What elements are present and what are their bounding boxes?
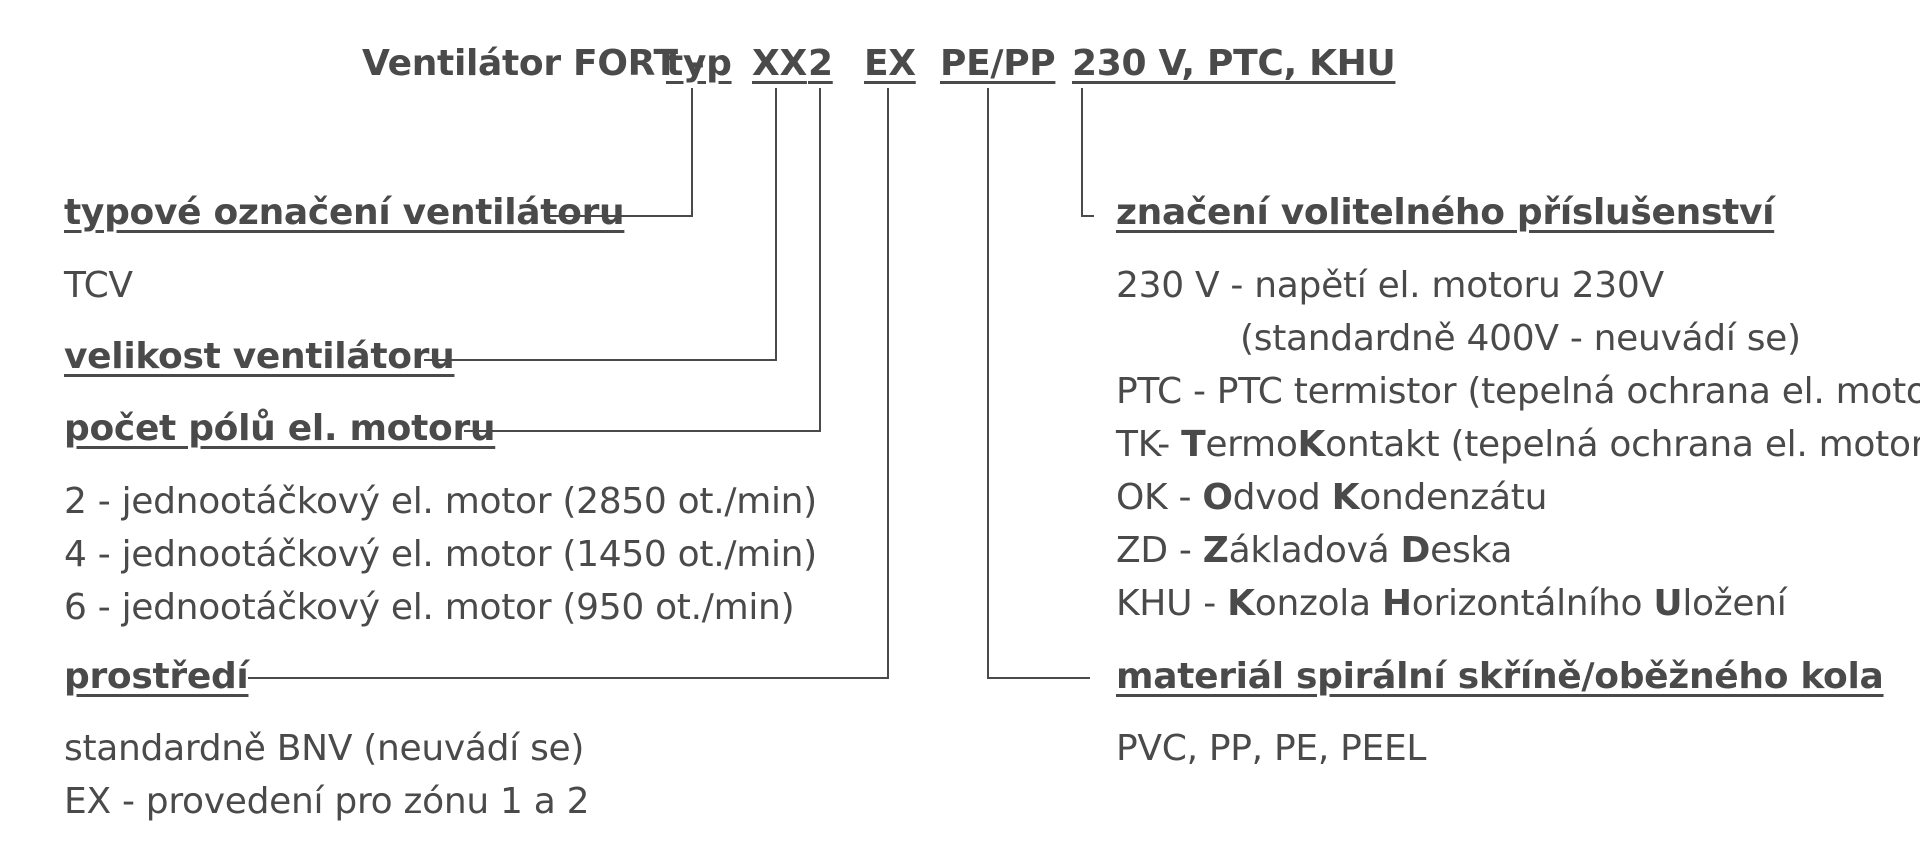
accessory-khu-letter: U: [1653, 583, 1683, 624]
accessory-tk: TK- TermoKontakt (tepelná ochrana el. mo…: [1116, 427, 1920, 463]
accessory-ok-text: dvod: [1232, 477, 1332, 518]
accessory-khu-code: KHU -: [1116, 583, 1228, 624]
connector-env: [248, 88, 889, 679]
material-value: PVC, PP, PE, PEEL: [1116, 728, 1427, 769]
accessory-zd: ZD - Základová Deska: [1116, 533, 1512, 569]
connector-poles: [464, 88, 821, 432]
accessory-tk-text: ontakt (tepelná ochrana el. motoru): [1325, 424, 1920, 465]
accessory-ok-letter: K: [1331, 477, 1360, 518]
accessory-khu: KHU - Konzola Horizontálního Uložení: [1116, 583, 1787, 624]
type-heading: typové označení ventilátoru: [64, 192, 625, 233]
accessory-khu-letter: H: [1381, 583, 1412, 624]
connector-size: [424, 88, 777, 361]
environment-item: standardně BNV (neuvádí se): [64, 728, 585, 769]
accessories-heading: značení volitelného příslušenství: [1116, 192, 1775, 233]
accessory-230v: 230 V - napětí el. motoru 230V: [1116, 265, 1664, 306]
material-heading: materiál spirální skříně/oběžného kola: [1116, 656, 1884, 697]
accessory-khu-text: onzola: [1254, 583, 1382, 624]
accessory-ok-text: ondenzátu: [1359, 477, 1548, 518]
accessory-230v-note: (standardně 400V - neuvádí se): [1240, 318, 1801, 359]
connector-material: [987, 88, 1090, 679]
poles-heading: počet pólů el. motoru: [64, 408, 496, 449]
title-prefix: Ventilátor FORT -: [362, 43, 705, 84]
connector-typ: [544, 88, 693, 217]
accessory-zd-text: ákladová: [1228, 530, 1401, 571]
accessory-khu-text: orizontálního: [1411, 583, 1654, 624]
type-value: TCV: [64, 265, 133, 306]
accessory-zd-text: eska: [1430, 530, 1513, 571]
environment-heading: prostředí: [64, 656, 249, 697]
poles-item: 6 - jednootáčkový el. motor (950 ot./min…: [64, 587, 795, 628]
title-segment-accessories: 230 V, PTC, KHU: [1072, 43, 1396, 84]
accessory-khu-letter: K: [1227, 583, 1255, 624]
environment-item: EX - provedení pro zónu 1 a 2: [64, 781, 590, 822]
title-segment-material: PE/PP: [940, 43, 1056, 84]
title-segment-type: typ: [666, 43, 732, 84]
accessory-zd-code: ZD -: [1116, 530, 1203, 571]
connector-accessories: [1081, 88, 1094, 217]
accessory-ok: OK - Odvod Kondenzátu: [1116, 480, 1547, 516]
title-segment-size: XX: [752, 43, 807, 84]
title-segment-environment: EX: [864, 43, 916, 84]
accessory-tk-letter: K: [1297, 424, 1326, 465]
accessory-ptc: PTC - PTC termistor (tepelná ochrana el.…: [1116, 371, 1920, 412]
title-segment-poles: 2: [808, 43, 833, 84]
accessory-tk-text: ermo: [1205, 424, 1298, 465]
accessory-tk-code: TK-: [1116, 424, 1182, 465]
poles-item: 4 - jednootáčkový el. motor (1450 ot./mi…: [64, 534, 817, 575]
accessory-khu-text: ložení: [1682, 583, 1787, 624]
size-heading: velikost ventilátoru: [64, 336, 455, 377]
accessory-ok-letter: O: [1202, 477, 1233, 518]
accessory-zd-letter: D: [1400, 530, 1431, 571]
accessory-tk-letter: T: [1181, 424, 1206, 465]
accessory-ok-code: OK -: [1116, 477, 1203, 518]
accessory-zd-letter: Z: [1202, 530, 1229, 571]
poles-item: 2 - jednootáčkový el. motor (2850 ot./mi…: [64, 481, 817, 522]
